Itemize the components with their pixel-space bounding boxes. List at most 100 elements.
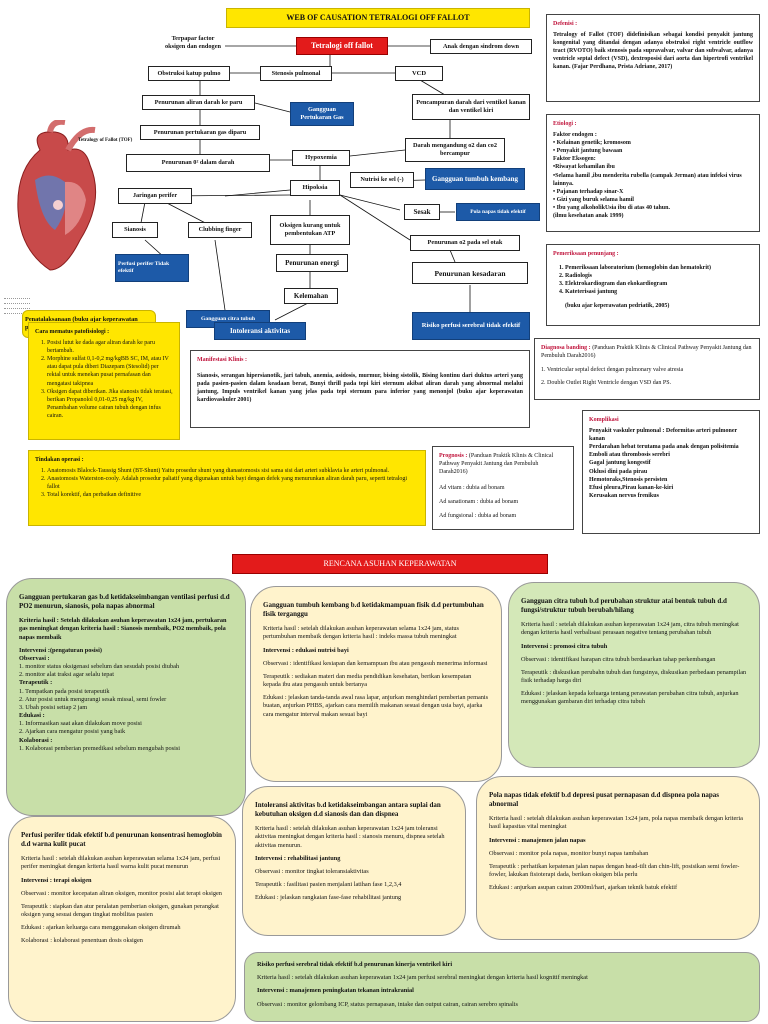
care-perfusi-perifer: Perfusi perifer tidak efektif b.d penuru… — [8, 816, 236, 1022]
care-gangguan-citra-tubuh: Gangguan citra tubuh b.d perubahan struk… — [508, 582, 760, 768]
definisi-text: Tetralogy of Fallot (TOF) didefinisikan … — [553, 32, 753, 71]
care-pola-napas: Pola napas tidak efektif b.d depresi pus… — [476, 776, 760, 940]
node-pertukaran-gas: Penurunan pertukaran gas diparu — [140, 125, 260, 140]
care-line: 1. Informasikan saat akan dilakukan move… — [19, 720, 142, 728]
komplikasi-line: Emboli atau thrombosis serebri — [589, 452, 670, 459]
care-line: Observasi : identifikasi kesiapan dan ke… — [263, 659, 488, 667]
node-clubbing: Clubbing finger — [188, 222, 252, 238]
web-title: WEB OF CAUSATION TETRALOGI OFF FALLOT — [226, 8, 530, 28]
heart-label: Tetralogy of Fallot (TOF) — [78, 138, 133, 143]
rencana-title: RENCANA ASUHAN KEPERAWATAN — [232, 554, 548, 574]
etiologi-panel: Etiologi : Faktor endogen : • Kelainan g… — [546, 114, 760, 232]
care-title: Gangguan tumbuh kembang b.d ketidakmampu… — [263, 601, 484, 619]
care-line: Kriteria hasil : setelah dilakukan asuha… — [263, 625, 460, 641]
banding-item: 1. Ventricular septal defect dengan pulm… — [541, 367, 684, 374]
node-darah-co2: Darah mengandung o2 dan co2 bercampur — [405, 138, 505, 162]
etiologi-heading: Etiologi : — [553, 121, 577, 127]
care-line: Kriteria hasil : setelah dilakukan asuha… — [21, 855, 221, 871]
care-line: Intervensi : edukasi nutrisi bayi — [263, 646, 349, 654]
care-line: Terapeutik : fasilitasi pasien menjalani… — [255, 881, 402, 889]
node-jaringan-perifer: Jaringan perifer — [118, 188, 192, 204]
care-risiko-perfusi-serebral: Risiko perfusi serebral tidak efektif b.… — [244, 952, 760, 1022]
node-vcd: VCD — [395, 66, 443, 81]
care-line: Edukasi : anjurkan asupan cairan 2000ml/… — [489, 884, 678, 892]
banding-heading: Diagnosa banding : — [541, 345, 591, 351]
manifestasi-heading: Manifestasi Klinis : — [197, 357, 248, 363]
tindakan-panel: Tindakan operasi : Anatomosis Blalock-Ta… — [28, 450, 426, 526]
prognosis-panel: Prognosis : (Panduan Praktik Klinis & Cl… — [432, 446, 574, 530]
care-line: Observasi : monitor tingkat toleransiakt… — [255, 867, 369, 875]
care-line: Edukasi : ajarkan keluarga cara mengguna… — [21, 924, 181, 932]
node-hipoksia: Hipoksia — [290, 180, 340, 196]
node-factors: Terpapar factor oksigen dan endogen — [165, 35, 221, 50]
prognosis-item: Ad vitam : dubia ad bonam — [439, 485, 505, 492]
care-line: Intervensi : rehabilitasi jantung — [255, 854, 341, 862]
node-down-syndrome: Anak dengan sindrom down — [430, 39, 532, 54]
penunjang-heading: Pemeriksaan penunjang : — [553, 251, 619, 257]
penunjang-item: Elektrokardiogram dan ekokardiogram — [565, 280, 753, 288]
heart-legend — [4, 296, 30, 326]
node-nutrisi: Nutrisi ke sel (-) — [350, 172, 414, 188]
care-line: Terapeutik : diskusikan perubahn tubuh d… — [521, 668, 747, 685]
etiologi-line: •Riwayat kehamilan ibu — [553, 164, 615, 171]
node-gangguan-gas: Gangguan Pertukaran Gas — [290, 102, 354, 126]
care-line: Observasi : monitor gelombang ICP, statu… — [257, 1000, 518, 1008]
definisi-heading: Defenisi : — [553, 21, 578, 27]
node-sianosis: Sianosis — [112, 222, 158, 238]
node-penurunan-energi: Penurunan energi — [276, 254, 348, 272]
care-line: Edukasi : jelaskan tanda-tanda awal rasa… — [263, 694, 489, 718]
node-perfusi-perifer: Perfusi perifer Tidak efektif — [115, 254, 189, 282]
node-kelemahan: Kelemahan — [284, 288, 338, 304]
care-line: Terapeutik : perhatikan kepatenan jalan … — [489, 862, 740, 879]
etiologi-line: • Gizi yang buruk selama hamil — [553, 196, 634, 203]
care-intoleransi-aktivitas: Intoleransi aktivitas b.d ketidakseimban… — [242, 786, 466, 936]
penunjang-panel: Pemeriksaan penunjang : Pemeriksaan labo… — [546, 244, 760, 326]
node-center: Tetralogi off fallot — [296, 37, 388, 55]
penunjang-item: Pemeriksaan laboratorium (hemoglobin dan… — [565, 264, 753, 272]
prognosis-source: (Panduan Praktik Klinis & Clinical Pathw… — [439, 453, 554, 476]
komplikasi-line: Efusi pleura,Pirau kanan-ke-kiri — [589, 484, 674, 491]
care-line: Kriteria hasil : setelah dilakukan asuha… — [521, 621, 739, 637]
care-gangguan-pertukaran-gas: Gangguan pertukaran gas b.d ketidakseimb… — [6, 578, 246, 816]
komplikasi-line: Kerusakan nervus frenikus — [589, 492, 659, 499]
node-obstruksi: Obstruksi katup pulmo — [148, 66, 230, 81]
tindakan-item: Anatomosis Blalock-Taussig Shunt (BT-Shu… — [47, 467, 419, 475]
node-tumbuh-kembang: Gangguan tumbuh kembang — [425, 168, 525, 190]
care-line: 2. monitor alat traksi agar selalu tepat — [19, 671, 114, 679]
manifestasi-text: Sianosis, serangan hipersianotik, jari t… — [197, 373, 523, 404]
care-gangguan-tumbuh-kembang: Gangguan tumbuh kembang b.d ketidakmampu… — [250, 586, 502, 782]
care-line: Observasi : monitor kecepatan aliran oks… — [21, 889, 222, 897]
komplikasi-line: Perdarahan hebat terutama pada anak deng… — [589, 444, 739, 451]
tindakan-item: Anastomosis Waterston-cooly. Adalah pros… — [47, 475, 419, 491]
banding-item: 2. Double Outlet Right Ventricle dengan … — [541, 380, 672, 387]
prognosis-item: Ad fungsional : dubia ad bonam — [439, 513, 517, 520]
care-line: Kriteria hasil : setelah dilakukan asuha… — [257, 974, 588, 982]
komplikasi-line: Hemotoraks,Stenosis persisten — [589, 476, 668, 483]
node-sesak: Sesak — [404, 204, 440, 220]
care-line: Kolaborasi : — [19, 736, 53, 744]
prognosis-heading: Prognosis : — [439, 453, 468, 459]
care-line: 1. Tempatkan pada posisi terapeutik — [19, 687, 110, 695]
node-percampuran: Pencampuran darah dari ventikel kanan da… — [412, 94, 530, 120]
care-line: 2. Ajarkan cara mengatur posisi yang bai… — [19, 728, 126, 736]
cara-item: Morphine sulfat 0,1-0,2 mg/kgBB SC, IM, … — [47, 355, 173, 387]
tindakan-item: Total korektif, dan perbaikan definitive — [47, 491, 419, 499]
care-line: Edukasi : — [19, 712, 45, 720]
etiologi-line: Faktor Eksogen: — [553, 156, 596, 163]
komplikasi-line: Oklusi dini pada pirau — [589, 468, 648, 475]
care-line: Kriteria hasil : setelah dilakukan asuha… — [489, 815, 743, 831]
care-line: Observasi : — [19, 654, 50, 662]
node-intoleransi: Intoleransi aktivitas — [214, 322, 306, 340]
etiologi-line: • Kelainan genetik; kromosom — [553, 140, 631, 147]
care-line: Edukasi : jelaskan rangkaian fase-fase r… — [255, 894, 402, 902]
care-line: Intervensi : promosi citra tubuh — [521, 642, 608, 650]
care-line: Edukasi : jelaskan kepada keluarga tenta… — [521, 690, 739, 706]
cara-panel: Cara mematus patofisiologi : Posisi lutu… — [28, 322, 180, 440]
node-penurunan-kesadaran: Penurunan kesadaran — [412, 262, 528, 284]
penunjang-source: (buku ajar keperawatan pedriatik, 2005) — [565, 303, 670, 310]
node-o2-otak: Penurunan o2 pada sel otak — [410, 235, 520, 251]
care-title: Pola napas tidak efektif b.d depresi pus… — [489, 791, 719, 809]
care-line: Intervensi : manajemen jalan napas — [489, 836, 586, 844]
care-line: 2. Atur posisi untuk mengurangi sesak mi… — [19, 695, 167, 703]
care-title: Perfusi perifer tidak efektif b.d penuru… — [21, 831, 222, 849]
